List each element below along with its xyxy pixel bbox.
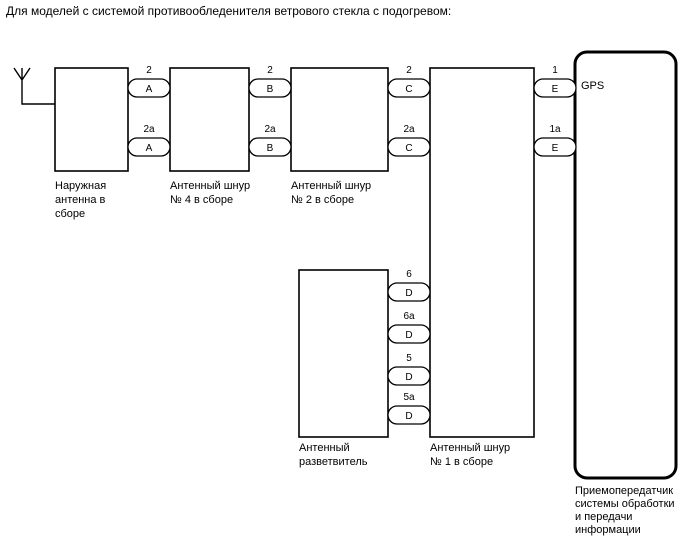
antenna-splitter-box bbox=[298, 269, 389, 438]
connector-d-pin-6a: D 6a bbox=[387, 311, 431, 344]
pin-number: 2 bbox=[146, 65, 152, 76]
antenna-cord-2-label: Антенный шнур № 2 в сборе bbox=[291, 180, 374, 206]
connector-b-pin-2a: B 2a bbox=[248, 124, 292, 157]
connector-c-pin-2a: C 2a bbox=[387, 124, 431, 157]
antenna-icon bbox=[13, 67, 55, 105]
connector-letter: C bbox=[405, 143, 412, 154]
pin-number: 6 bbox=[406, 269, 412, 280]
receiver-label: Приемопередатчик системы обработки и пер… bbox=[575, 485, 678, 536]
connector-shape bbox=[387, 137, 431, 157]
connector-letter: A bbox=[146, 143, 153, 154]
connector-e-pin-1a: E 1a bbox=[533, 124, 577, 157]
connector-a-pin-2: A2 bbox=[127, 65, 171, 98]
gps-port-label: GPS bbox=[581, 80, 604, 92]
connector-shape bbox=[387, 282, 431, 302]
outer-antenna-box bbox=[54, 67, 129, 172]
connector-letter: D bbox=[405, 411, 412, 422]
receiver-box bbox=[573, 50, 678, 480]
antenna-cord-1-label: Антенный шнур № 1 в сборе bbox=[430, 442, 513, 468]
connector-letter: E bbox=[552, 84, 559, 95]
connector-shape bbox=[533, 78, 577, 98]
pin-number: 2a bbox=[264, 124, 276, 135]
diagram-title: Для моделей с системой противообледените… bbox=[6, 4, 451, 18]
connector-shape bbox=[248, 78, 292, 98]
connector-e-pin-1: E1 bbox=[533, 65, 577, 98]
antenna-cord-2-box bbox=[290, 67, 389, 172]
connector-b-pin-2: B2 bbox=[248, 65, 292, 98]
connector-c-pin-2: C2 bbox=[387, 65, 431, 98]
pin-number: 2a bbox=[143, 124, 155, 135]
connector-letter: C bbox=[405, 84, 412, 95]
connector-shape bbox=[533, 137, 577, 157]
connector-letter: B bbox=[267, 84, 274, 95]
antenna-cord-4-label: Антенный шнур № 4 в сборе bbox=[170, 180, 253, 206]
connector-shape bbox=[387, 405, 431, 425]
connector-shape bbox=[387, 324, 431, 344]
pin-number: 2a bbox=[403, 124, 415, 135]
connector-letter: B bbox=[267, 143, 274, 154]
connector-shape bbox=[387, 78, 431, 98]
connector-letter: D bbox=[405, 372, 412, 383]
connector-letter: D bbox=[405, 288, 412, 299]
connector-d-pin-5a: D 5a bbox=[387, 392, 431, 425]
connector-shape bbox=[387, 366, 431, 386]
pin-number: 5 bbox=[406, 353, 412, 364]
pin-number: 6a bbox=[403, 311, 415, 322]
pin-number: 5a bbox=[403, 392, 415, 403]
connector-d-pin-5: D5 bbox=[387, 353, 431, 386]
connector-letter: A bbox=[146, 84, 153, 95]
antenna-cord-1-box bbox=[429, 67, 535, 438]
connector-shape bbox=[127, 137, 171, 157]
pin-number: 1a bbox=[549, 124, 561, 135]
connector-shape bbox=[127, 78, 171, 98]
outer-antenna-label: Наружная антенна в сборе bbox=[55, 180, 109, 220]
pin-number: 2 bbox=[267, 65, 273, 76]
antenna-cord-4-box bbox=[169, 67, 250, 172]
pin-number: 1 bbox=[552, 65, 558, 76]
connector-letter: E bbox=[552, 143, 559, 154]
pin-number: 2 bbox=[406, 65, 412, 76]
connector-letter: D bbox=[405, 330, 412, 341]
connector-a-pin-2a: A 2a bbox=[127, 124, 171, 157]
connector-shape bbox=[248, 137, 292, 157]
antenna-splitter-label: Антенный разветвитель bbox=[299, 442, 368, 468]
connector-d-pin-6: D6 bbox=[387, 269, 431, 302]
